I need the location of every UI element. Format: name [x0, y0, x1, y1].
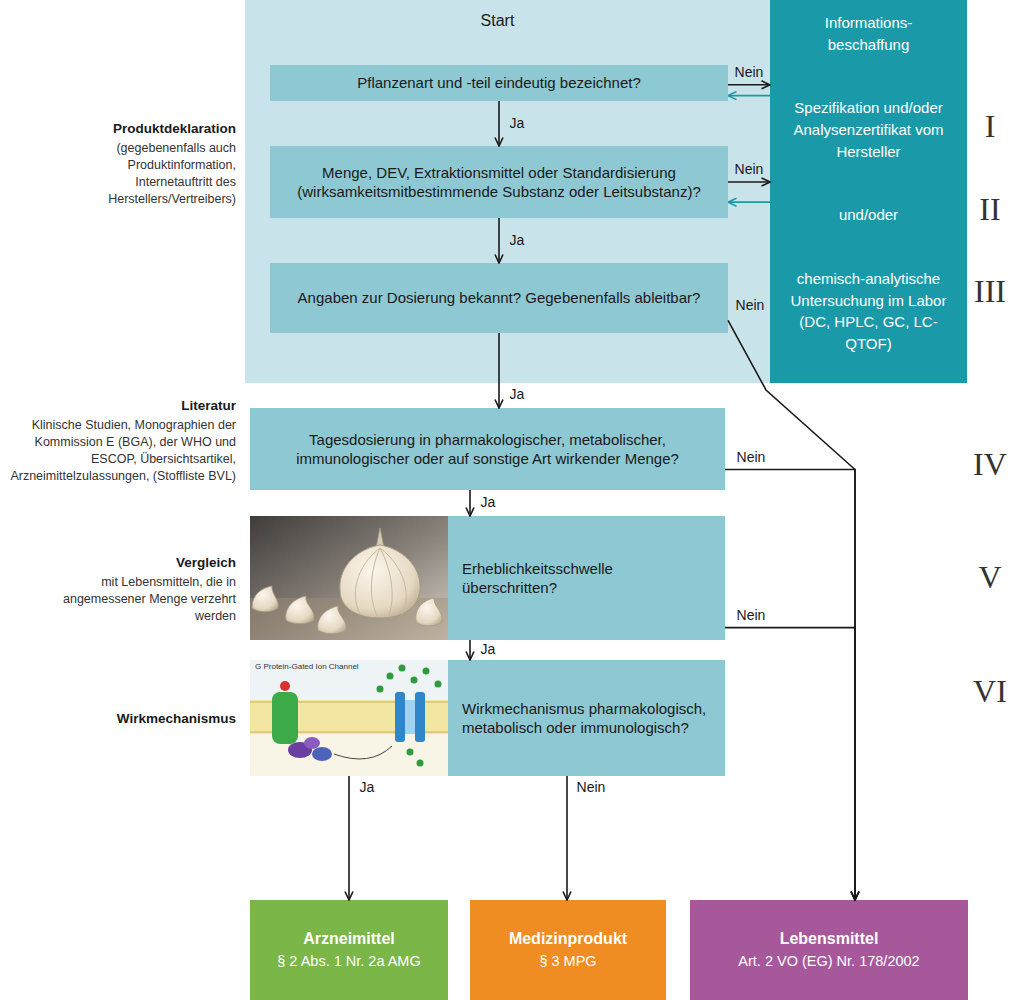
side-heading: Vergleich — [36, 555, 236, 572]
figure-caption: G Protein-Gated Ion Channel — [255, 663, 405, 672]
edge-label: Nein — [737, 608, 766, 623]
step-number: V — [970, 561, 1010, 593]
edge-label: Ja — [481, 642, 496, 657]
edge-label: Nein — [737, 450, 766, 465]
decision-box: Menge, DEV, Extraktionsmittel oder Stand… — [270, 146, 728, 218]
flow-arrow — [728, 84, 770, 86]
flow-arrow — [725, 628, 855, 900]
box-text: Spezifikation und/oder Analysenzertifika… — [784, 97, 953, 162]
flow-arrow — [348, 776, 350, 900]
flow-arrow — [728, 181, 770, 183]
box-text: Tagesdosierung in pharmakologischer, met… — [264, 430, 711, 469]
flow-arrow — [469, 490, 471, 516]
result-box: Medizinprodukt § 3 MPG — [470, 900, 666, 1000]
edge-label: Ja — [481, 495, 496, 510]
flow-arrow — [728, 95, 770, 97]
box-text: und/oder — [784, 204, 953, 226]
result-box: LebensmittelArt. 2 VO (EG) Nr. 178/2002 — [690, 900, 968, 1000]
decision-box: Erheblichkeitsschwelle überschritten? — [250, 516, 725, 640]
box-text: Angaben zur Dosierung bekannt? Gegebenen… — [298, 288, 701, 308]
decision-box: Wirkmechanismus pharmakologisch, metabol… — [250, 660, 725, 776]
box-text: Erheblichkeitsschwelle überschritten? — [462, 559, 711, 598]
flow-arrow — [725, 470, 855, 901]
box-heading: Medizinprodukt — [509, 930, 627, 948]
group-panel: StartPflanzenart und -teil eindeutig bez… — [245, 0, 770, 383]
connectors — [349, 85, 855, 900]
result-box: Arzneimittel § 2 Abs. 1 Nr. 2a AMG — [250, 900, 448, 1000]
box-text: chemisch-analytische Untersuchung im Lab… — [784, 268, 953, 355]
flow-arrow — [469, 640, 471, 660]
flow-arrow — [728, 320, 855, 900]
edge-label: Nein — [735, 162, 764, 177]
step-number: IV — [970, 448, 1010, 480]
box-text: Art. 2 VO (EG) Nr. 178/2002 — [738, 952, 919, 971]
edge-label: Nein — [735, 65, 764, 80]
edge-label: Ja — [510, 387, 525, 402]
side-heading: Produktdeklaration — [36, 121, 236, 138]
box-text: Wirkmechanismus pharmakologisch, metabol… — [462, 699, 711, 738]
step-number: III — [970, 275, 1010, 307]
box-text: § 3 MPG — [539, 952, 596, 971]
flow-arrow — [728, 201, 770, 203]
flow-arrow — [498, 101, 500, 146]
edge-label: Ja — [510, 233, 525, 248]
info-box: Informations- beschaffungSpezifikation u… — [770, 0, 967, 383]
step-number: I — [970, 110, 1010, 142]
side-heading: Literatur — [36, 398, 236, 415]
box-text: Start — [245, 0, 770, 30]
side-note: (gegebenenfalls auch Produktinformation,… — [66, 140, 236, 208]
step-number: II — [970, 193, 1010, 225]
box-text: Menge, DEV, Extraktionsmittel oder Stand… — [284, 163, 714, 202]
box-heading: Arzneimittel — [303, 930, 395, 948]
decision-box: Tagesdosierung in pharmakologischer, met… — [250, 408, 725, 490]
side-note: Klinische Studien, Monographien der Komm… — [10, 417, 236, 485]
flow-arrow — [566, 776, 568, 900]
decision-box: Pflanzenart und -teil eindeutig bezeichn… — [270, 65, 728, 101]
flow-arrow — [498, 218, 500, 263]
box-heading: Lebensmittel — [780, 930, 879, 948]
decision-box: Angaben zur Dosierung bekannt? Gegebenen… — [270, 263, 728, 333]
edge-label: Ja — [360, 781, 375, 796]
flow-arrow — [498, 333, 500, 408]
edge-label: Nein — [736, 299, 765, 314]
edge-label: Ja — [510, 116, 525, 131]
box-text: Pflanzenart und -teil eindeutig bezeichn… — [357, 73, 641, 93]
side-heading: Wirkmechanismus — [36, 711, 236, 728]
box-text: § 2 Abs. 1 Nr. 2a AMG — [277, 952, 420, 971]
step-number: VI — [970, 675, 1010, 707]
edge-label: Nein — [577, 781, 606, 796]
side-note: mit Lebensmitteln, die in angemessener M… — [46, 574, 236, 625]
box-heading: Informations- beschaffung — [784, 12, 953, 56]
